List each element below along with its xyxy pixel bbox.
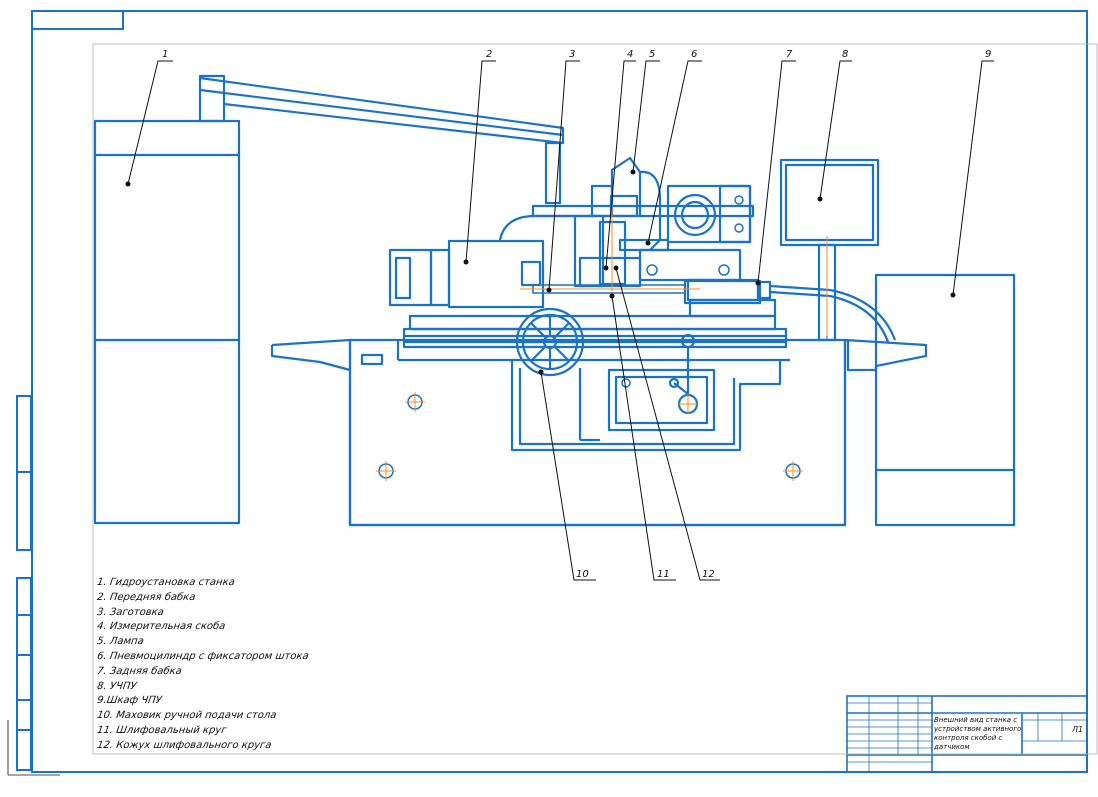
headstock — [388, 239, 545, 309]
center-marks — [376, 195, 828, 481]
legend-item: 2. Передняя бабка — [96, 591, 197, 603]
legend-item: 4. Измерительная скоба — [96, 621, 227, 633]
legend-item: 3. Заготовка — [96, 606, 165, 618]
handwheel — [515, 307, 585, 377]
legend: 1. Гидроустановка станка 2. Передняя баб… — [96, 576, 417, 754]
legend-item: 7. Задняя бабка — [96, 665, 183, 677]
legend-item: 6. Пневмоцилиндр с фиксатором штока — [96, 650, 310, 662]
machine-bed — [270, 338, 928, 527]
cnc-panel — [779, 158, 880, 342]
cnc-cabinet — [874, 273, 1016, 527]
leader-lines — [127, 60, 994, 581]
legend-item: 12. Кожух шлифовального круга — [96, 739, 273, 751]
callout-5: 5 — [649, 49, 655, 60]
overhead-arm — [199, 76, 565, 205]
title-block-title: Внешний вид станка с устройством активно… — [934, 716, 1022, 751]
title-block-sheet: Л1 — [1072, 725, 1084, 734]
callout-3: 3 — [569, 49, 575, 60]
wheelhead — [531, 156, 760, 302]
hose-right — [769, 284, 897, 341]
callout-8: 8 — [842, 49, 848, 60]
callout-numbers: 1 2 3 4 5 6 7 8 9 10 11 12 — [162, 49, 991, 580]
drawing-area — [92, 43, 1098, 755]
tailstock — [683, 279, 777, 318]
title-block — [846, 695, 1088, 773]
legend-item: 1. Гидроустановка станка — [96, 577, 236, 588]
legend-item: 8. УЧПУ — [96, 680, 138, 692]
axis-marker — [7, 720, 60, 776]
machine-table — [402, 314, 788, 349]
callout-7: 7 — [786, 49, 793, 60]
legend-item: 9.Шкаф ЧПУ — [96, 695, 163, 707]
sheet-frame — [31, 10, 1088, 773]
margin-strips — [16, 395, 32, 771]
callout-6: 6 — [691, 49, 697, 60]
legend-item: 11. Шлифовальный круг — [96, 724, 228, 736]
callout-12: 12 — [702, 569, 715, 580]
leader-dots — [125, 169, 956, 375]
hose — [498, 214, 575, 241]
legend-item: 5. Лампа — [96, 636, 145, 648]
hydraulic-unit — [93, 74, 241, 525]
callout-10: 10 — [576, 569, 589, 580]
callout-4: 4 — [627, 49, 633, 60]
top-left-stamp — [31, 10, 124, 30]
callout-9: 9 — [985, 49, 991, 60]
legend-item: 10. Маховик ручной подачи стола — [96, 710, 278, 722]
callout-1: 1 — [162, 49, 168, 60]
callout-2: 2 — [486, 49, 492, 60]
callout-11: 11 — [657, 569, 670, 580]
grinding-machine — [93, 74, 1016, 527]
